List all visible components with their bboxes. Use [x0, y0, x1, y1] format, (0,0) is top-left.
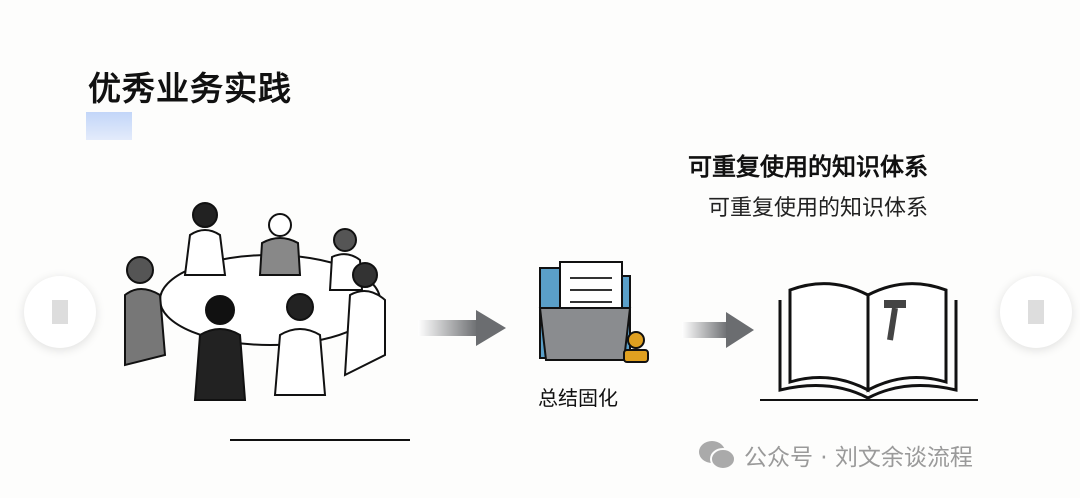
open-book-icon: [760, 282, 978, 401]
footer-watermark: 公众号 · 刘文余谈流程: [698, 438, 973, 472]
slide-title: 优秀业务实践: [88, 69, 292, 108]
result-heading: 可重复使用的知识体系: [688, 153, 928, 181]
result-subheading: 可重复使用的知识体系: [708, 196, 929, 221]
chevron-left-icon: [52, 300, 68, 324]
arrow-right-icon: [418, 310, 506, 346]
chevron-right-icon: [1028, 300, 1044, 324]
team-meeting-illustration: [124, 202, 410, 441]
arrow-right-icon: [682, 312, 754, 348]
blurred-logo: [86, 112, 132, 140]
folder-stamp-icon: [538, 261, 649, 363]
step-label: 总结固化: [538, 386, 618, 410]
footer-text: 公众号 · 刘文余谈流程: [744, 445, 973, 471]
wechat-icon: [699, 441, 736, 470]
prev-button[interactable]: [24, 276, 96, 348]
next-button[interactable]: [1000, 276, 1072, 348]
